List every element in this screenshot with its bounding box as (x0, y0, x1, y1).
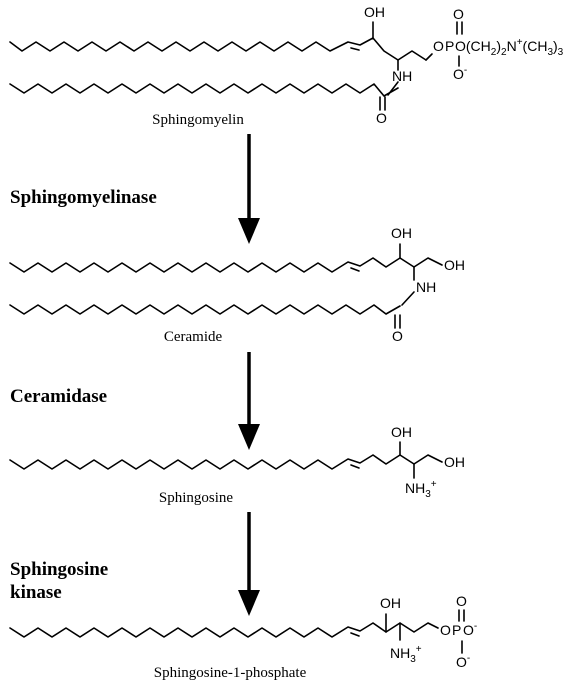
sphingomyelin-carbonyl-o-label: O (376, 110, 387, 126)
sphingosine-structure: OH OH NH3+ Sphingosine (9, 424, 465, 506)
sphingomyelin-bottom-o-label: O- (453, 65, 467, 82)
ceramide-n-c-bond (401, 291, 415, 306)
arrow-ceramidase (238, 352, 260, 450)
sphingosine-oh-end-label: OH (444, 454, 465, 470)
sphingosine-oh-top-label: OH (391, 424, 412, 440)
sphingomyelin-structure: OH NH O O P O O(CH2)2N+(CH3)3 O- Sphingo… (9, 4, 564, 128)
arrow-sphingomyelinase (238, 134, 260, 244)
ceramide-nh-label: NH (416, 279, 436, 295)
ceramide-acyl-chain (9, 304, 401, 315)
sphingomyelin-choline-label: O(CH2)2N+(CH3)3 (455, 37, 564, 58)
s1p-right-o-label: O- (463, 621, 477, 638)
s1p-ether-o-label: O (440, 622, 451, 638)
ceramide-double-bond (350, 267, 360, 272)
enzyme-sphingomyelinase: Sphingomyelinase (10, 187, 157, 208)
s1p-nh3-label: NH3+ (390, 644, 422, 665)
sphingomyelin-acyl-chain (9, 83, 399, 97)
ceramide-carbonyl-o-label: O (392, 328, 403, 344)
s1p-double-bond (350, 632, 360, 637)
sphingomyelin-ch2-o-bond (425, 53, 433, 61)
sphingosine-nh3-label: NH3+ (405, 479, 437, 500)
sphingomyelin-double-bond (350, 47, 360, 51)
sphingomyelin-p-label: P (445, 38, 454, 54)
ceramide-name: Ceramide (164, 329, 223, 345)
s1p-oh-top-label: OH (380, 595, 401, 611)
sphingomyelin-nh-label: NH (392, 68, 412, 84)
arrow-sphingosine-kinase (238, 512, 260, 616)
ceramide-sphingoid-chain (9, 257, 443, 273)
sphingosine-1-phosphate-structure: OH O O P O- O- NH3+ Sphingosine-1-phosph… (9, 593, 477, 681)
sphingosine-double-bond (350, 464, 360, 469)
sphingomyelin-ether-o-label: O (433, 38, 444, 54)
s1p-bottom-o-label: O- (456, 653, 470, 670)
s1p-p-label: P (452, 622, 461, 638)
ceramide-oh-end-label: OH (444, 257, 465, 273)
s1p-top-o-label: O (456, 593, 467, 609)
s1p-chain (9, 622, 439, 638)
sphingomyelin-sphingoid-chain (9, 37, 427, 61)
enzyme-ceramidase: Ceramidase (10, 386, 107, 407)
sphingomyelin-oh-label: OH (364, 4, 385, 20)
sphingomyelin-n-c-bond (387, 81, 399, 96)
sphingosine-chain (9, 454, 443, 470)
sphingomyelin-top-o-label: O (453, 6, 464, 22)
ceramide-oh-top-label: OH (391, 225, 412, 241)
enzyme-sphingosine-kinase: Sphingosine kinase (10, 559, 113, 603)
s1p-name: Sphingosine-1-phosphate (154, 665, 307, 681)
ceramide-structure: OH OH NH O Ceramide (9, 225, 465, 345)
sphingosine-name: Sphingosine (159, 490, 234, 506)
sphingomyelin-name: Sphingomyelin (152, 112, 244, 128)
